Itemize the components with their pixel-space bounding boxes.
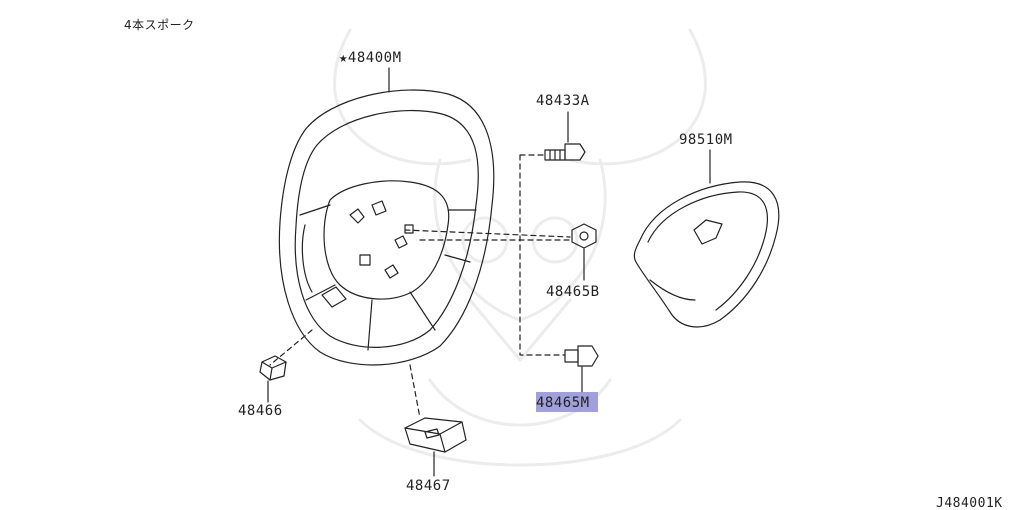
screw-drawing: [544, 143, 586, 161]
part-label-steering-wheel[interactable]: ★48400M: [339, 50, 402, 66]
bolt-drawing: [564, 345, 599, 367]
cover-lower-drawing: [404, 417, 467, 453]
part-label-screw[interactable]: 48433A: [536, 93, 590, 109]
part-label-bolt[interactable]: 48465M: [536, 395, 590, 411]
diagram-code: J484001K: [936, 496, 1003, 510]
part-label-airbag-module[interactable]: 98510M: [679, 132, 733, 148]
cover-left-drawing: [259, 355, 287, 381]
part-label-cover-left[interactable]: 48466: [238, 403, 283, 419]
airbag-module-drawing: [633, 181, 780, 328]
part-label-nut[interactable]: 48465B: [546, 284, 600, 300]
nut-drawing: [571, 223, 597, 249]
spoke-note: 4本スポーク: [124, 18, 195, 32]
connection-lines: [269, 154, 571, 419]
steering-wheel-drawing: [278, 89, 495, 366]
highlight-48465m: [536, 392, 598, 412]
part-label-cover-lower[interactable]: 48467: [406, 478, 451, 494]
